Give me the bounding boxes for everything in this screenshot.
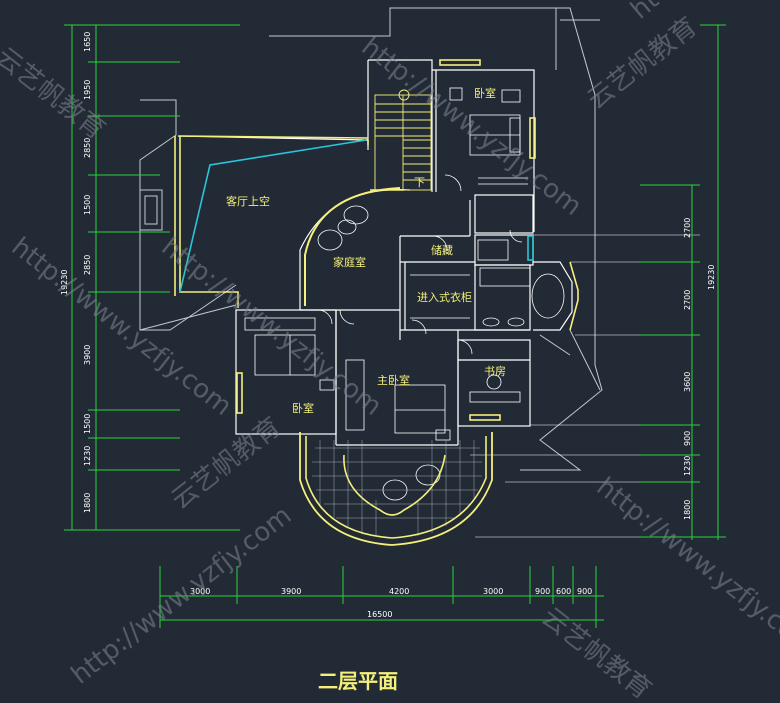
dim-left-3: 2850	[83, 138, 92, 158]
dim-bottom-total: 16500	[367, 610, 392, 619]
right-dimension-chain	[640, 24, 726, 540]
door-swings	[317, 174, 523, 355]
dim-right-1: 2700	[683, 218, 692, 238]
room-label-walk-in-closet: 进入式衣柜	[417, 290, 472, 304]
dim-right-3: 3600	[683, 372, 692, 392]
dim-left-9: 1800	[83, 493, 92, 513]
dim-right-6: 1800	[683, 500, 692, 520]
dim-left-1: 1650	[83, 32, 92, 52]
room-label-study: 书房	[484, 365, 506, 378]
bath-door-marker	[527, 235, 534, 261]
dim-bottom-6: 600	[556, 587, 571, 596]
dim-bottom-7: 900	[577, 587, 592, 596]
watermark-cn-3: 云艺帆教育	[166, 412, 287, 516]
dim-left-5: 2850	[83, 255, 92, 275]
dim-right-5: 1230	[683, 456, 692, 476]
stair-down-mark: 下	[414, 176, 425, 189]
watermark-url-6: http://www.yzfjy.com	[625, 0, 780, 25]
room-label-bedroom-left: 卧室	[292, 401, 314, 415]
room-label-storage: 储藏	[431, 243, 453, 257]
right-dimension-texts: 2700 2700 3600 900 1230 1800 19230	[683, 218, 716, 520]
dim-bottom-5: 900	[535, 587, 550, 596]
dim-right-4: 900	[683, 431, 692, 446]
left-dimension-texts: 1650 1950 2850 1500 2850 3900 1500 1230 …	[60, 32, 92, 513]
room-label-master-bedroom: 主卧室	[377, 373, 410, 387]
dim-left-total: 19230	[60, 270, 69, 295]
dim-right-total: 19230	[707, 265, 716, 290]
bottom-dimension-texts: 3000 3900 4200 3000 900 600 900 16500	[190, 587, 592, 619]
balcony-paving	[312, 440, 482, 536]
room-label-bedroom-top: 卧室	[474, 86, 496, 100]
watermark-cn-1: 云艺帆教育	[0, 42, 111, 146]
room-label-family-room: 家庭室	[333, 255, 366, 269]
dim-left-8: 1230	[83, 446, 92, 466]
right-grid-lines	[470, 234, 700, 538]
left-dimension-chain	[64, 24, 240, 531]
dim-bottom-3: 4200	[389, 587, 409, 596]
dim-left-4: 1500	[83, 195, 92, 215]
dim-left-7: 1500	[83, 414, 92, 434]
dim-bottom-1: 3000	[190, 587, 210, 596]
drawing-title: 二层平面	[318, 669, 398, 693]
yellow-outlines	[174, 59, 579, 546]
room-label-living-void: 客厅上空	[226, 194, 270, 208]
fixtures	[244, 87, 565, 501]
dim-bottom-2: 3900	[281, 587, 301, 596]
bottom-dimension-chain	[159, 566, 604, 628]
void-edge-line	[179, 139, 367, 293]
watermark-cn-2: 云艺帆教育	[582, 12, 703, 116]
dim-right-2: 2700	[683, 290, 692, 310]
dim-bottom-4: 3000	[483, 587, 503, 596]
dim-left-2: 1950	[83, 80, 92, 100]
dim-left-6: 3900	[83, 345, 92, 365]
